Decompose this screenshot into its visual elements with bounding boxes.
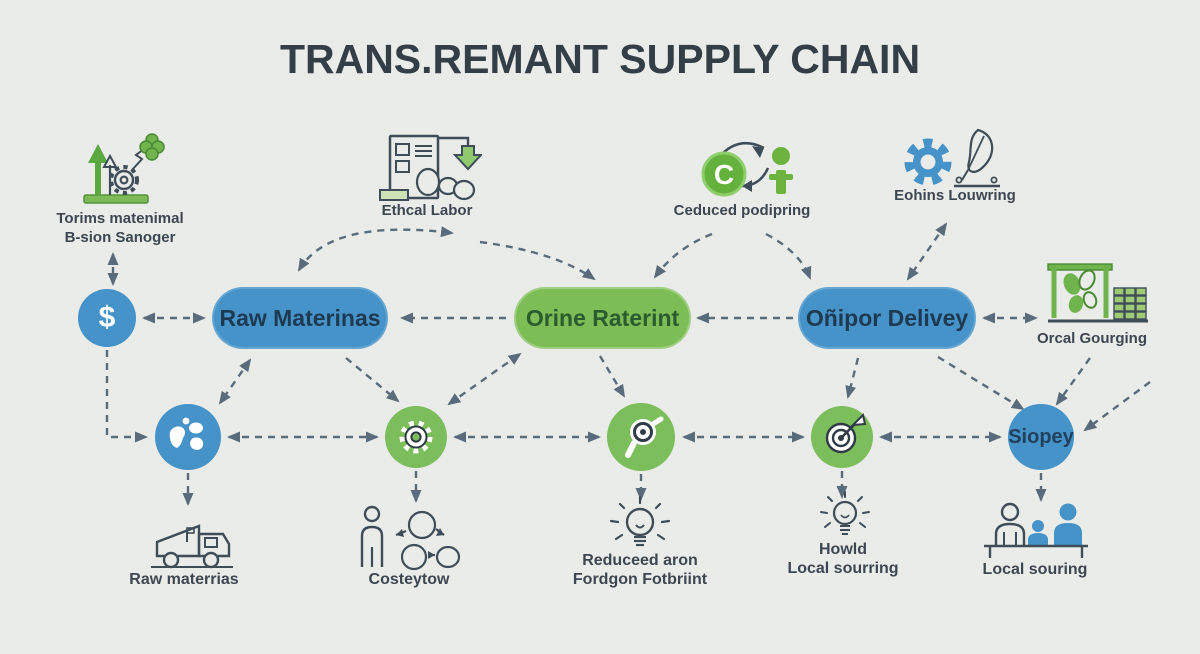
connector-arrow — [906, 222, 948, 281]
lightbulb-icon — [609, 495, 671, 547]
local-sourcing-label: Orcal Gourging — [1036, 330, 1147, 347]
gear-quill-icon — [904, 128, 1000, 188]
connector-arrow — [765, 232, 812, 280]
people-table-icon — [984, 502, 1088, 558]
connector-arrow — [598, 355, 626, 398]
connector-arrow — [845, 357, 860, 399]
connector-arrow — [937, 355, 1025, 411]
howld-label-line1: Howld — [819, 541, 867, 558]
dollar-icon: $ — [98, 301, 116, 334]
connector-arrow — [653, 232, 713, 279]
connector-arrow — [447, 352, 522, 406]
magnifier-icon — [625, 416, 664, 458]
target-dart-icon — [825, 413, 867, 454]
siopey-node: Siopey — [1008, 404, 1074, 470]
connector-arrow — [479, 240, 596, 281]
connector-arrow — [297, 226, 454, 272]
footprint-label-line1: Reduceed aron — [582, 552, 698, 569]
truck-icon — [151, 524, 233, 569]
connector-arrow — [105, 350, 148, 443]
gear-node — [385, 406, 447, 468]
howld-label: Howld Local sourring — [743, 540, 943, 578]
sourcing-label-line1: Torims matenimal — [56, 210, 184, 227]
stage-raw-materials: Raw Materinas — [212, 287, 388, 349]
magnifier-node — [607, 403, 675, 471]
packaging-label: Ceduced podipring — [673, 202, 811, 219]
connector-arrow — [1055, 357, 1091, 406]
connector-arrow — [218, 358, 252, 405]
connector-arrow — [345, 357, 400, 403]
gear-icon — [399, 420, 433, 454]
stage-processing: Orine Raterint — [514, 287, 691, 349]
globe-node — [155, 404, 221, 470]
cost-label: Costeytow — [368, 571, 450, 588]
quill-label: Eohins Louwring — [894, 187, 1016, 204]
person-cycle-icon — [360, 505, 461, 571]
siopey-label: Siopey — [1008, 425, 1074, 448]
growth-gear-icon — [83, 133, 165, 204]
labor-label: Ethcal Labor — [381, 202, 473, 219]
page-title: TRANS.REMANT SUPPLY CHAIN — [279, 36, 921, 82]
sourcing-label: Torims matenimal B-sion Sanoger — [20, 209, 220, 247]
local-bottom-label: Local souring — [982, 561, 1088, 578]
target-node — [811, 406, 873, 468]
dollar-node: $ — [78, 289, 136, 347]
howld-label-line2: Local sourring — [787, 560, 899, 577]
footprint-label-line2: Fordgon Fotbriint — [572, 571, 708, 588]
globe-icon — [169, 417, 204, 450]
connector-arrow — [1083, 381, 1151, 432]
c-badge: C — [714, 159, 734, 190]
recycle-c-person-icon: C — [701, 141, 793, 197]
lightbulb-icon — [820, 491, 870, 535]
sourcing-label-line2: B-sion Sanoger — [64, 229, 176, 246]
stage-delivery: Oñipor Delivey — [798, 287, 976, 349]
document-arrow-icon — [379, 134, 482, 201]
plant-shelf-icon — [1047, 263, 1148, 323]
footprint-label: Reduceed aron Fordgon Fotbriint — [540, 551, 740, 589]
raw-materials-bottom-label: Raw materrias — [129, 571, 239, 588]
